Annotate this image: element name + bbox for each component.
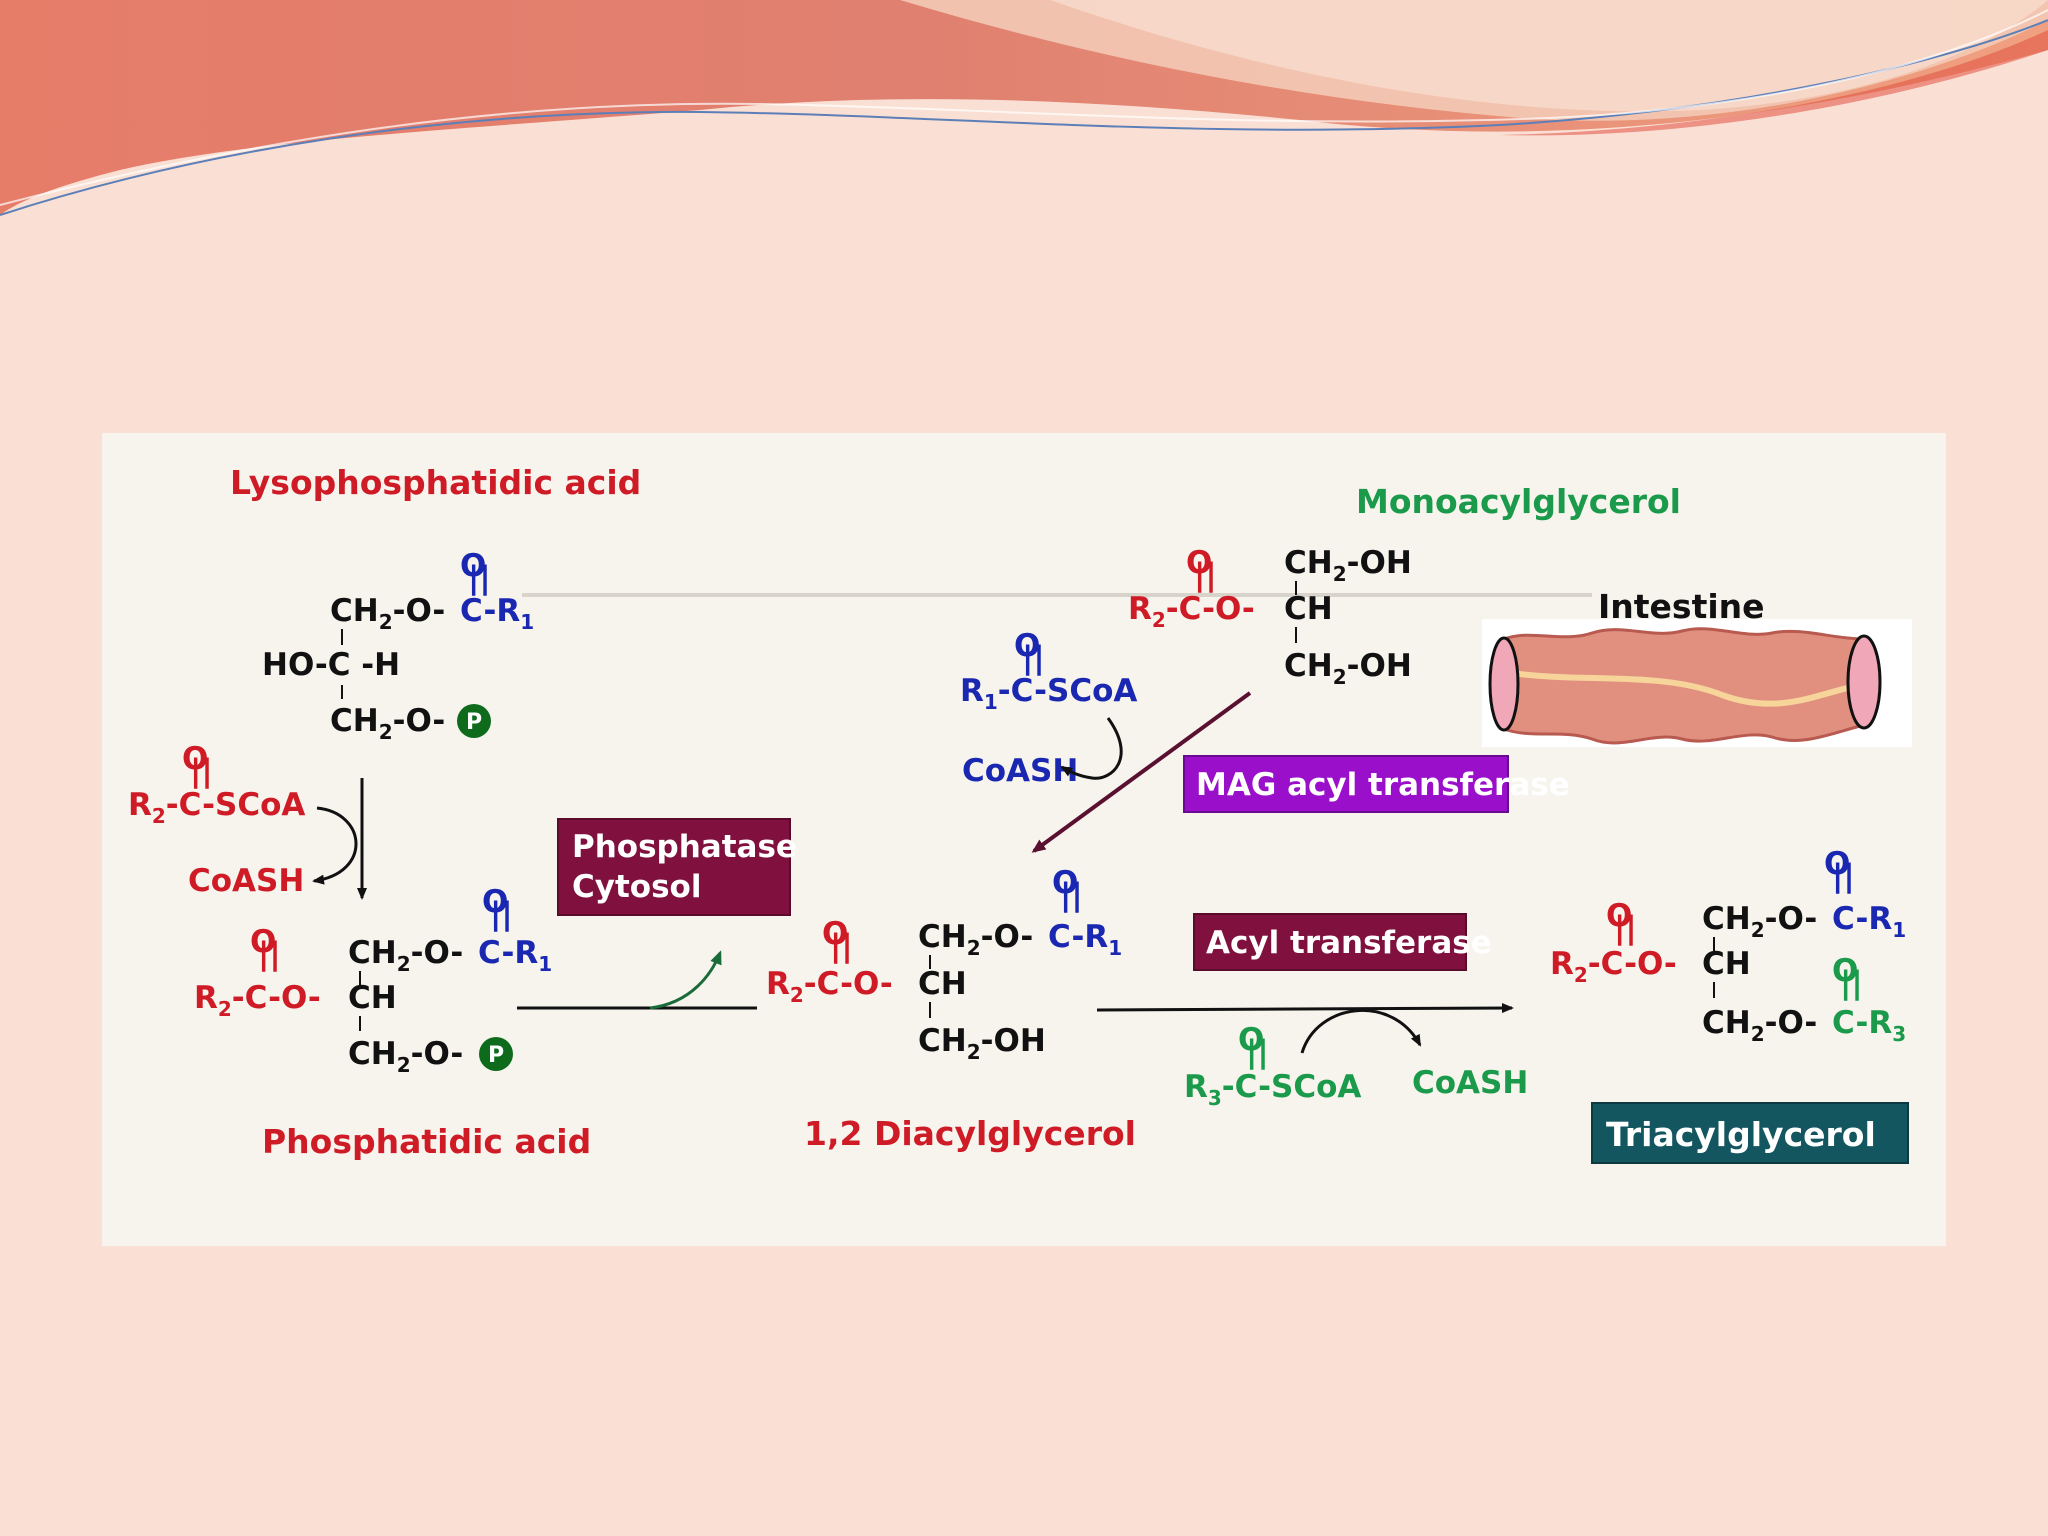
lysophosphatidic-acid-structure: O || CH2-O- C-R1 HO-C -H CH2-O- P (262, 548, 534, 744)
svg-text:C-R1: C-R1 (460, 593, 534, 634)
r2-scoa-reagent: O || R2-C-SCoA (128, 741, 305, 828)
svg-text:Triacylglycerol: Triacylglycerol (1606, 1115, 1876, 1154)
phosphate-icon (479, 1037, 513, 1071)
svg-text:O: O (822, 916, 848, 952)
phosphatidic-acid-structure: O || O || CH2-O- C-R1 R2-C-O- CH CH2-O- … (194, 884, 552, 1077)
enzyme-acyl-transferase: Acyl transferase (1193, 913, 1492, 971)
triacylglycerol-synthesis-diagram: Lysophosphatidic acid O || CH2-O- C-R1 H… (102, 433, 1946, 1246)
label-diacylglycerol: 1,2 Diacylglycerol (804, 1114, 1136, 1153)
svg-text:O: O (1824, 846, 1850, 882)
svg-text:CH: CH (918, 966, 967, 1002)
svg-text:||: || (1614, 910, 1637, 946)
svg-text:||: || (1060, 877, 1083, 913)
label-monoacylglycerol: Monoacylglycerol (1356, 482, 1681, 521)
svg-text:R2-C-O-: R2-C-O- (766, 966, 893, 1007)
svg-text:P: P (466, 710, 482, 735)
triacylglycerol-structure: O || O || CH2-O- C-R1 R2-C-O- CH O || CH… (1550, 846, 1906, 1046)
svg-text:CH: CH (1702, 946, 1751, 982)
svg-text:CH2-O-: CH2-O- (1702, 1005, 1817, 1046)
svg-text:||: || (1840, 965, 1863, 1001)
label-phosphatidic-acid: Phosphatidic acid (262, 1122, 591, 1161)
coash-blue: CoASH (962, 753, 1078, 789)
arrow-coa-release-blue (1060, 717, 1123, 780)
svg-text:C-R1: C-R1 (1048, 919, 1122, 960)
svg-text:||: || (830, 928, 853, 964)
svg-text:O: O (1606, 898, 1632, 934)
coash-green: CoASH (1412, 1065, 1528, 1101)
svg-text:Intestine: Intestine (1598, 587, 1765, 626)
svg-text:CH2-O-: CH2-O- (348, 935, 463, 976)
enzyme-phosphatase-cytosol: Phosphatase Cytosol (557, 818, 797, 916)
svg-text:||: || (468, 560, 491, 596)
svg-text:C-R1: C-R1 (478, 935, 552, 976)
label-triacylglycerol: Triacylglycerol (1591, 1102, 1909, 1164)
svg-text:O: O (250, 924, 276, 960)
svg-text:CH2-OH: CH2-OH (1284, 648, 1412, 689)
svg-text:O: O (182, 741, 208, 777)
phosphate-icon (457, 704, 491, 738)
coash-left: CoASH (188, 863, 304, 899)
svg-text:R2-C-O-: R2-C-O- (194, 980, 321, 1021)
arrow-coa-release-left (312, 806, 358, 885)
svg-text:O: O (1832, 953, 1858, 989)
svg-text:C-R1: C-R1 (1832, 901, 1906, 942)
intestine-illustration: Intestine (1482, 587, 1912, 747)
svg-text:CH2-O-: CH2-O- (330, 703, 445, 744)
arrow-coa-release-green (1300, 1009, 1422, 1054)
svg-text:O: O (1014, 628, 1040, 664)
svg-text:||: || (190, 753, 213, 789)
enzyme-mag-acyl-transferase: MAG acyl transferase (1183, 755, 1570, 813)
r3-scoa-reagent: O || R3-C-SCoA (1184, 1022, 1361, 1110)
svg-text:CH2-OH: CH2-OH (1284, 545, 1412, 586)
svg-text:HO-C -H: HO-C -H (262, 647, 400, 683)
svg-text:||: || (258, 936, 281, 972)
arrow-dag-to-tag (1096, 1003, 1514, 1014)
svg-text:O: O (1238, 1022, 1264, 1058)
svg-text:CH2-O-: CH2-O- (348, 1036, 463, 1077)
svg-text:||: || (1194, 557, 1217, 593)
svg-text:Acyl transferase: Acyl transferase (1206, 925, 1492, 961)
svg-text:R2-C-O-: R2-C-O- (1550, 946, 1677, 987)
svg-text:CH: CH (348, 980, 397, 1016)
svg-text:R2-C-O-: R2-C-O- (1128, 591, 1255, 632)
svg-text:CH: CH (1284, 591, 1333, 627)
svg-text:Phosphatase: Phosphatase (572, 829, 797, 865)
arrow-mag-to-dag (1031, 691, 1252, 853)
svg-text:CH2-O-: CH2-O- (330, 593, 445, 634)
svg-text:MAG acyl transferase: MAG acyl transferase (1196, 767, 1570, 803)
svg-text:O: O (482, 884, 508, 920)
svg-text:R1-C-SCoA: R1-C-SCoA (960, 673, 1137, 714)
svg-text:CH2-OH: CH2-OH (918, 1023, 1046, 1064)
svg-text:||: || (1022, 640, 1045, 676)
svg-text:O: O (1052, 865, 1078, 901)
svg-text:CH2-O-: CH2-O- (918, 919, 1033, 960)
svg-text:||: || (490, 896, 513, 932)
svg-text:CH2-O-: CH2-O- (1702, 901, 1817, 942)
svg-text:C-R3: C-R3 (1832, 1005, 1906, 1046)
svg-text:P: P (488, 1043, 504, 1068)
diacylglycerol-structure: O || O || CH2-O- C-R1 R2-C-O- CH CH2-OH (766, 865, 1122, 1064)
arrow-phosphate-release (649, 950, 722, 1010)
svg-text:O: O (1186, 545, 1212, 581)
r1-scoa-reagent: O || R1-C-SCoA (960, 628, 1137, 714)
svg-text:R3-C-SCoA: R3-C-SCoA (1184, 1069, 1361, 1110)
svg-text:||: || (1246, 1034, 1269, 1070)
label-lysophosphatidic-acid: Lysophosphatidic acid (230, 463, 641, 502)
svg-text:R2-C-SCoA: R2-C-SCoA (128, 787, 305, 828)
header-wave-banner (0, 0, 2048, 216)
svg-text:||: || (1832, 858, 1855, 894)
monoacylglycerol-structure: O || CH2-OH R2-C-O- CH CH2-OH (1128, 545, 1412, 689)
svg-text:Cytosol: Cytosol (572, 869, 701, 905)
svg-text:O: O (460, 548, 486, 584)
